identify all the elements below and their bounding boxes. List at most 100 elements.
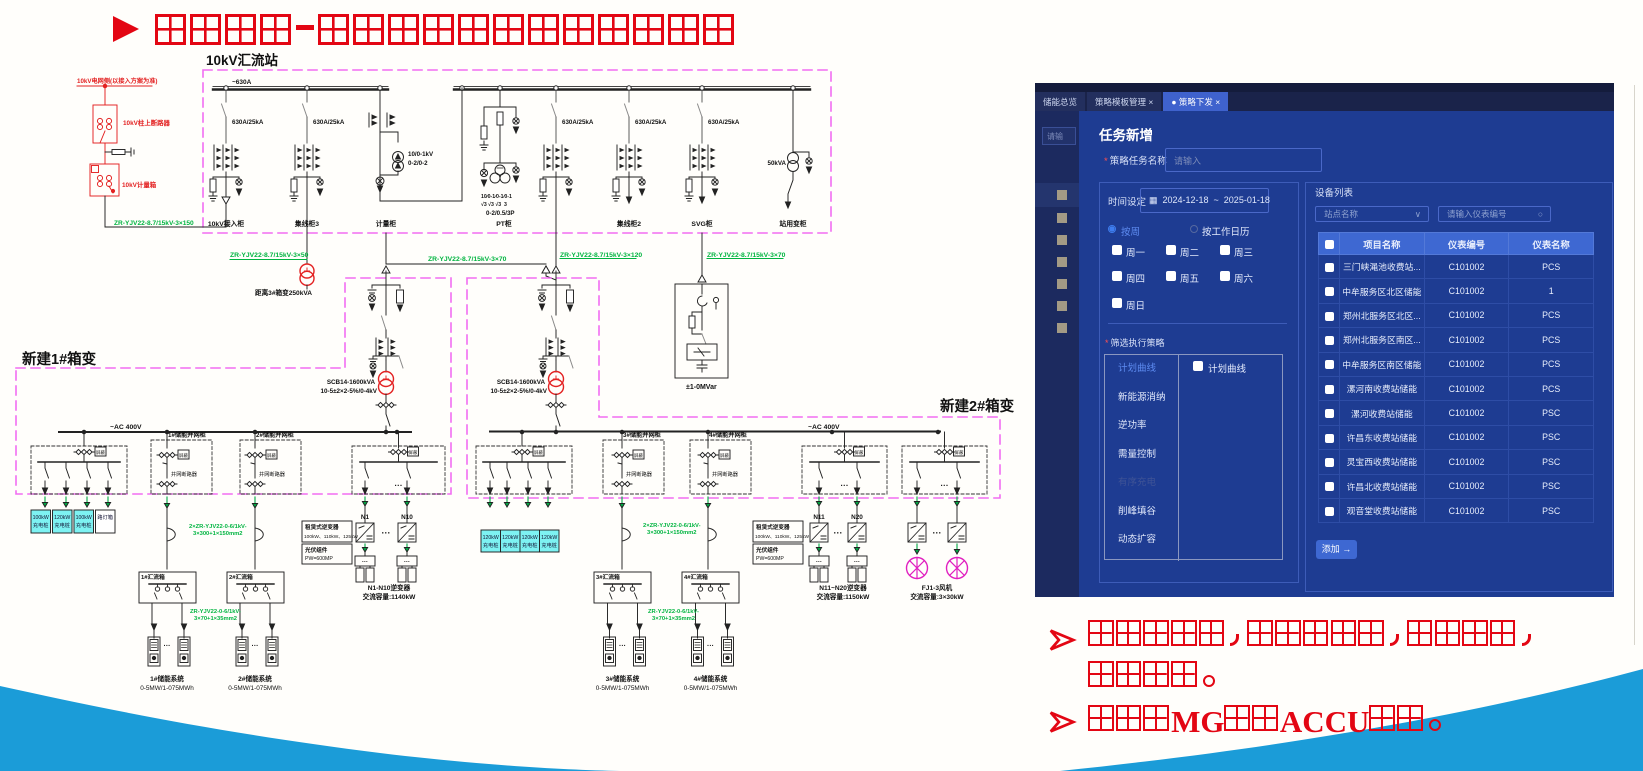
svg-text:3×300+1×150mm2: 3×300+1×150mm2 bbox=[647, 530, 696, 536]
svg-text:3×70+1×35mm2: 3×70+1×35mm2 bbox=[194, 616, 237, 622]
svg-text:FJ1-3风机: FJ1-3风机 bbox=[922, 583, 953, 592]
svg-text:1#汇流箱: 1#汇流箱 bbox=[141, 573, 165, 581]
svg-text:距离3#箱变250kVA: 距离3#箱变250kVA bbox=[255, 288, 312, 297]
svg-text:3#储能系统: 3#储能系统 bbox=[606, 674, 640, 683]
svg-text:屏蔽: 屏蔽 bbox=[955, 449, 964, 456]
svg-text:2×ZR-YJV22-0-6/1kV-: 2×ZR-YJV22-0-6/1kV- bbox=[189, 524, 247, 530]
svg-text:1#储能并网柜: 1#储能并网柜 bbox=[168, 431, 207, 439]
svg-text:PW=600MP: PW=600MP bbox=[756, 556, 784, 562]
svg-text:···: ··· bbox=[707, 643, 714, 650]
svg-text:充电桩: 充电桩 bbox=[54, 521, 70, 529]
svg-text:0-5MW/1-075MWh: 0-5MW/1-075MWh bbox=[684, 685, 738, 692]
svg-text:集线柜3: 集线柜3 bbox=[294, 219, 319, 228]
svg-text:屏蔽: 屏蔽 bbox=[634, 452, 643, 459]
svg-text:10-5±2×2-5%/0-4kV: 10-5±2×2-5%/0-4kV bbox=[321, 388, 378, 395]
svg-text:新建1#箱变: 新建1#箱变 bbox=[22, 350, 97, 368]
svg-text:屏蔽: 屏蔽 bbox=[409, 449, 418, 456]
svg-text:SCB14-1600kVA: SCB14-1600kVA bbox=[327, 379, 376, 386]
svg-text:ZR-YJV22-8.7/15kV-3×50: ZR-YJV22-8.7/15kV-3×50 bbox=[230, 252, 309, 259]
svg-text:并网断路器: 并网断路器 bbox=[626, 470, 653, 478]
svg-text:···: ··· bbox=[164, 643, 171, 650]
svg-text:100kW: 100kW bbox=[76, 515, 92, 521]
svg-text:···: ··· bbox=[382, 528, 391, 538]
svg-text:10kV电网侧(以接入方案为准): 10kV电网侧(以接入方案为准) bbox=[77, 77, 157, 85]
svg-text:···: ··· bbox=[619, 643, 626, 650]
svg-text:屏蔽: 屏蔽 bbox=[720, 452, 729, 459]
svg-text:交流容量:1140kW: 交流容量:1140kW bbox=[363, 592, 417, 601]
svg-text:120kW: 120kW bbox=[502, 535, 518, 541]
svg-text:0-2/0.5/3P: 0-2/0.5/3P bbox=[486, 210, 515, 217]
svg-text:新建2#箱变: 新建2#箱变 bbox=[940, 397, 1015, 415]
svg-text:10/0-1kV: 10/0-1kV bbox=[408, 151, 434, 158]
svg-text:ZR-YJV22-8.7/15kV-3×150: ZR-YJV22-8.7/15kV-3×150 bbox=[114, 220, 194, 227]
svg-text:10-5±2×2-5%/0-4kV: 10-5±2×2-5%/0-4kV bbox=[491, 388, 548, 395]
svg-text:630A/25kA: 630A/25kA bbox=[232, 119, 264, 126]
svg-text:···: ··· bbox=[816, 560, 822, 566]
svg-text:4#储能并网柜: 4#储能并网柜 bbox=[709, 431, 748, 439]
svg-text:10kV接入柜: 10kV接入柜 bbox=[208, 219, 244, 228]
svg-text:2#汇流箱: 2#汇流箱 bbox=[229, 573, 253, 581]
svg-text:0-5MW/1-075MWh: 0-5MW/1-075MWh bbox=[596, 685, 650, 692]
svg-text:充电桩: 充电桩 bbox=[502, 541, 518, 549]
svg-text:120kW: 120kW bbox=[522, 535, 538, 541]
svg-text:充电桩: 充电桩 bbox=[522, 541, 538, 549]
svg-text:ZR-YJV22-0-6/1kV-: ZR-YJV22-0-6/1kV- bbox=[648, 609, 699, 615]
svg-text:计量柜: 计量柜 bbox=[376, 219, 397, 228]
svg-text:ZR-YJV22-8.7/15kV-3×70: ZR-YJV22-8.7/15kV-3×70 bbox=[428, 256, 507, 263]
svg-text:120kW: 120kW bbox=[541, 535, 557, 541]
svg-text:4#汇流箱: 4#汇流箱 bbox=[684, 573, 708, 581]
svg-text:并网断路器: 并网断路器 bbox=[712, 470, 739, 478]
svg-text:N10: N10 bbox=[401, 514, 413, 521]
svg-text:···: ··· bbox=[841, 481, 849, 490]
svg-text:屏蔽: 屏蔽 bbox=[179, 452, 188, 459]
svg-text:PT柜: PT柜 bbox=[496, 219, 512, 228]
svg-text:~AC 400V: ~AC 400V bbox=[110, 424, 142, 431]
svg-text:充电桩: 充电桩 bbox=[76, 521, 92, 529]
svg-text:屏蔽: 屏蔽 bbox=[96, 449, 105, 456]
svg-text:0-5MW/1-075MWh: 0-5MW/1-075MWh bbox=[228, 685, 282, 692]
svg-text:3#汇流箱: 3#汇流箱 bbox=[596, 573, 620, 581]
svg-text:10kV柱上断路器: 10kV柱上断路器 bbox=[123, 118, 170, 127]
svg-text:N20: N20 bbox=[851, 514, 863, 521]
svg-text:集线柜2: 集线柜2 bbox=[616, 219, 641, 228]
svg-text:交流容量:3×30kW: 交流容量:3×30kW bbox=[910, 592, 964, 601]
svg-text:···: ··· bbox=[933, 528, 942, 538]
svg-text:4#储能系统: 4#储能系统 bbox=[694, 674, 728, 683]
svg-text:交流容量:1150kW: 交流容量:1150kW bbox=[817, 592, 871, 601]
svg-text:0-5MW/1-075MWh: 0-5MW/1-075MWh bbox=[140, 685, 194, 692]
svg-text:120kW: 120kW bbox=[483, 535, 499, 541]
svg-text:630A/25kA: 630A/25kA bbox=[708, 119, 740, 126]
svg-text:3×300+1×150mm2: 3×300+1×150mm2 bbox=[193, 531, 242, 537]
svg-text:站用变柜: 站用变柜 bbox=[779, 219, 806, 228]
svg-text:100kW、110kW、125kW: 100kW、110kW、125kW bbox=[755, 534, 809, 540]
svg-text:屏蔽: 屏蔽 bbox=[855, 449, 864, 456]
svg-text:3×70+1×35mm2: 3×70+1×35mm2 bbox=[652, 616, 695, 622]
svg-text:屏蔽: 屏蔽 bbox=[267, 452, 276, 459]
svg-text:并网断路器: 并网断路器 bbox=[259, 470, 286, 478]
svg-text:ZR-YJV22-8.7/15kV-3×120: ZR-YJV22-8.7/15kV-3×120 bbox=[560, 252, 642, 259]
svg-text:0-2/0-2: 0-2/0-2 bbox=[408, 160, 428, 167]
svg-text:630A/25kA: 630A/25kA bbox=[313, 119, 345, 126]
svg-text:租赁式逆变器: 租赁式逆变器 bbox=[305, 523, 339, 531]
svg-text:光伏组件: 光伏组件 bbox=[304, 546, 328, 554]
svg-text:···: ··· bbox=[834, 528, 843, 538]
svg-text:路灯箱: 路灯箱 bbox=[97, 513, 113, 521]
svg-text:100kW、110kW、125kW: 100kW、110kW、125kW bbox=[304, 534, 358, 540]
svg-text:120kW: 120kW bbox=[54, 515, 70, 521]
svg-text:N1: N1 bbox=[361, 514, 370, 521]
svg-text:2#储能系统: 2#储能系统 bbox=[238, 674, 272, 683]
svg-text:~630A: ~630A bbox=[232, 79, 252, 86]
svg-text:屏蔽: 屏蔽 bbox=[534, 449, 543, 456]
svg-text:50kVA: 50kVA bbox=[768, 160, 787, 167]
svg-text:100kW: 100kW bbox=[33, 515, 49, 521]
svg-text:SCB14-1600kVA: SCB14-1600kVA bbox=[497, 379, 546, 386]
svg-text:±1-0MVar: ±1-0MVar bbox=[686, 384, 717, 391]
svg-text:···: ··· bbox=[854, 560, 860, 566]
svg-text:10kV汇流站: 10kV汇流站 bbox=[206, 52, 279, 68]
svg-text:···: ··· bbox=[404, 560, 410, 566]
svg-text:租赁式逆变器: 租赁式逆变器 bbox=[756, 523, 790, 531]
svg-text:PW=600MP: PW=600MP bbox=[305, 556, 333, 562]
svg-text:SVG柜: SVG柜 bbox=[691, 219, 712, 228]
svg-text:630A/25kA: 630A/25kA bbox=[562, 119, 594, 126]
svg-text:N11: N11 bbox=[813, 514, 825, 521]
